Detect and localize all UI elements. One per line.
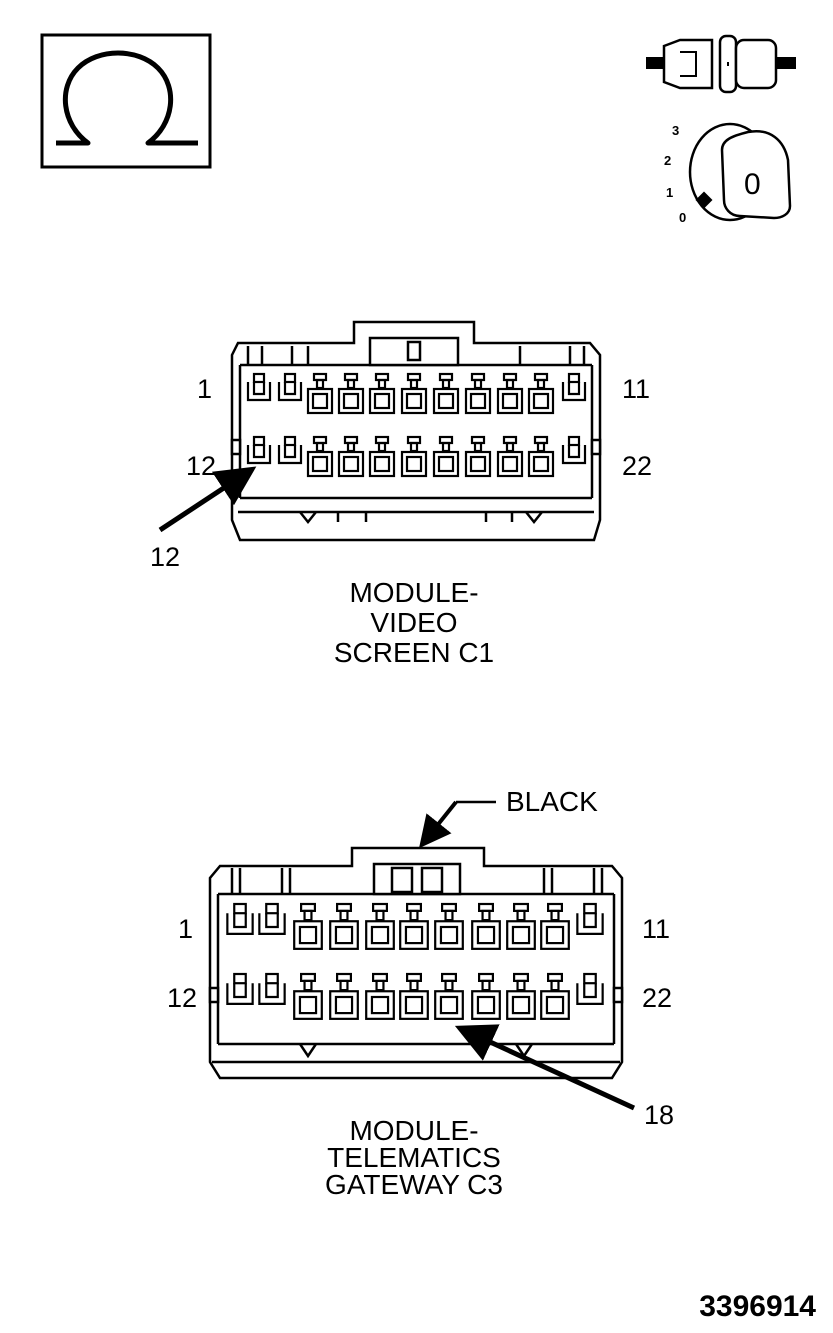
callout-arrow bbox=[158, 466, 257, 533]
square-terminal bbox=[464, 372, 492, 415]
square-terminal bbox=[432, 372, 460, 415]
svg-text:3: 3 bbox=[672, 123, 679, 138]
square-terminal bbox=[471, 972, 501, 1020]
square-terminal bbox=[337, 372, 365, 415]
svg-text:MODULE-: MODULE- bbox=[349, 577, 478, 608]
square-terminal bbox=[365, 972, 395, 1020]
latch-terminal bbox=[576, 902, 604, 935]
connector-video-screen-c1: 1 11 12 22 12 MODULE- VIDEO SCREEN C1 bbox=[150, 320, 652, 668]
pin-label-22: 22 bbox=[642, 983, 672, 1013]
connector-color-label: BLACK bbox=[506, 786, 598, 817]
latch-terminal bbox=[246, 435, 272, 465]
ignition-key-icon: 3 2 1 0 0 bbox=[664, 122, 792, 225]
square-terminal bbox=[306, 372, 334, 415]
latch-terminal bbox=[277, 435, 303, 465]
connector-telematics-gateway-c3: BLACK 1 11 12 22 18 MODULE- TELEMATICS G… bbox=[167, 786, 674, 1200]
svg-text:SCREEN C1: SCREEN C1 bbox=[334, 637, 494, 668]
square-terminal bbox=[434, 972, 464, 1020]
square-terminal bbox=[432, 435, 460, 478]
latch-terminal bbox=[226, 972, 254, 1005]
square-terminal bbox=[306, 435, 334, 478]
latch-terminal bbox=[277, 372, 303, 402]
pin-label-11: 11 bbox=[622, 374, 650, 404]
square-terminal bbox=[400, 372, 428, 415]
pin-label-12: 12 bbox=[167, 983, 197, 1013]
pin-label-12: 12 bbox=[186, 451, 216, 481]
svg-text:TELEMATICS: TELEMATICS bbox=[327, 1142, 501, 1173]
terminal-cavities bbox=[246, 372, 587, 478]
square-terminal bbox=[496, 435, 524, 478]
square-terminal bbox=[365, 902, 395, 950]
square-terminal bbox=[293, 972, 323, 1020]
svg-text:GATEWAY C3: GATEWAY C3 bbox=[325, 1169, 503, 1200]
square-terminal bbox=[368, 372, 396, 415]
square-terminal bbox=[540, 902, 570, 950]
square-terminal bbox=[506, 902, 536, 950]
connector-caption: MODULE- VIDEO SCREEN C1 bbox=[334, 577, 494, 668]
square-terminal bbox=[527, 435, 555, 478]
square-terminal bbox=[329, 902, 359, 950]
square-terminal bbox=[540, 972, 570, 1020]
square-terminal bbox=[368, 435, 396, 478]
pin-label-1: 1 bbox=[197, 374, 212, 404]
connector-housing bbox=[230, 320, 602, 542]
latch-terminal bbox=[246, 372, 272, 402]
svg-text:0: 0 bbox=[744, 168, 761, 201]
square-terminal bbox=[399, 972, 429, 1020]
color-callout-arrow bbox=[419, 800, 458, 849]
square-terminal bbox=[337, 435, 365, 478]
pin-label-11: 11 bbox=[642, 914, 670, 944]
square-terminal bbox=[399, 902, 429, 950]
svg-text:VIDEO: VIDEO bbox=[370, 607, 457, 638]
square-terminal bbox=[527, 372, 555, 415]
svg-text:0: 0 bbox=[679, 210, 686, 225]
svg-text:MODULE-: MODULE- bbox=[349, 1115, 478, 1146]
square-terminal bbox=[329, 972, 359, 1020]
square-terminal bbox=[293, 902, 323, 950]
terminal-cavities bbox=[226, 902, 604, 1020]
svg-text:2: 2 bbox=[664, 153, 671, 168]
square-terminal bbox=[471, 902, 501, 950]
connector-icon bbox=[646, 34, 796, 94]
pin-label-22: 22 bbox=[622, 451, 652, 481]
pin-label-1: 1 bbox=[178, 914, 193, 944]
figure-number: 3396914 bbox=[699, 1290, 816, 1323]
latch-terminal bbox=[226, 902, 254, 935]
latch-terminal bbox=[258, 972, 286, 1005]
connector-housing bbox=[208, 846, 624, 1080]
connector-caption: MODULE- TELEMATICS GATEWAY C3 bbox=[325, 1115, 503, 1200]
square-terminal bbox=[400, 435, 428, 478]
svg-text:1: 1 bbox=[666, 185, 673, 200]
callout-arrow bbox=[454, 1024, 636, 1111]
callout-pin-number: 18 bbox=[644, 1100, 674, 1130]
square-terminal bbox=[496, 372, 524, 415]
callout-pin-number: 12 bbox=[150, 542, 180, 572]
square-terminal bbox=[506, 972, 536, 1020]
square-terminal bbox=[464, 435, 492, 478]
latch-terminal bbox=[561, 435, 587, 465]
square-terminal bbox=[434, 902, 464, 950]
latch-terminal bbox=[576, 972, 604, 1005]
ohmmeter-icon bbox=[40, 33, 212, 169]
latch-terminal bbox=[561, 372, 587, 402]
latch-terminal bbox=[258, 902, 286, 935]
